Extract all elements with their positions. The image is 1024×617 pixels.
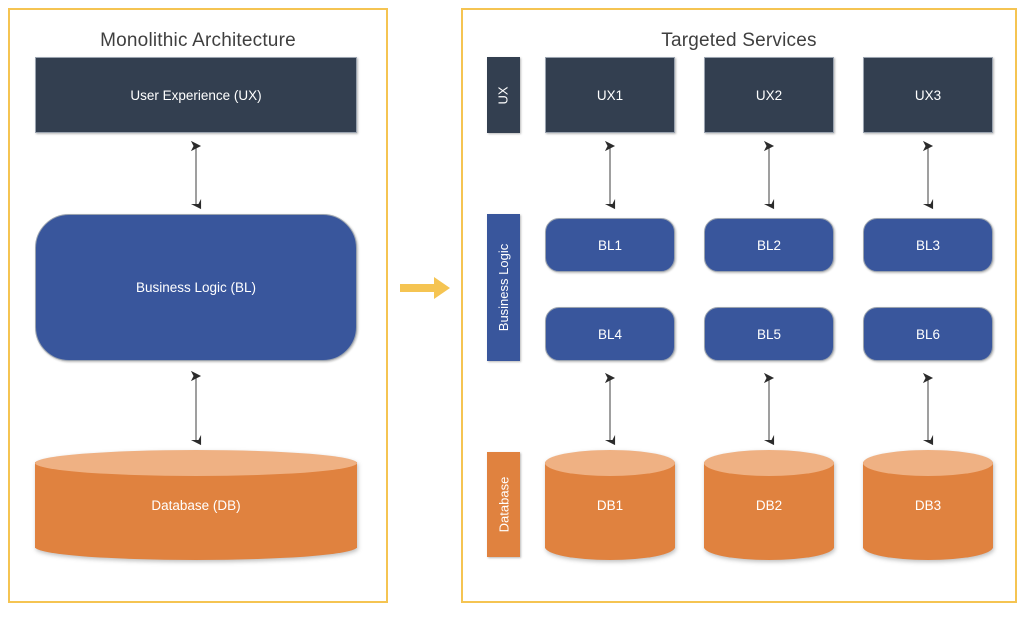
page-title-targeted: Targeted Services (661, 30, 817, 51)
arrow-bl5-to-db2 (763, 372, 775, 446)
layer-label-text: UX (496, 85, 511, 105)
arrow-ux-to-bl (190, 140, 202, 210)
node-label: BL6 (915, 326, 941, 342)
node-ux3[interactable]: UX3 (863, 57, 993, 133)
page-title-monolithic: Monolithic Architecture (100, 30, 296, 51)
layer-label-text: Business Logic (496, 243, 512, 332)
cylinder-top (35, 450, 357, 476)
arrow-ux1-to-bl1 (604, 140, 616, 210)
cylinder-body (545, 462, 675, 548)
node-label: Database (DB) (151, 497, 241, 513)
node-label: UX2 (755, 87, 783, 103)
arrow-bl4-to-db1 (604, 372, 616, 446)
layer-label-text: Database (496, 476, 511, 533)
arrow-ux2-to-bl2 (763, 140, 775, 210)
layer-label-business-logic: Business Logic (487, 214, 520, 361)
node-label: BL5 (756, 326, 782, 342)
cylinder-top (863, 450, 993, 476)
node-label: Business Logic (BL) (135, 280, 257, 295)
cylinder-top (545, 450, 675, 476)
cylinder-body (704, 462, 834, 548)
node-label: DB1 (596, 497, 624, 513)
node-bl4[interactable]: BL4 (545, 307, 675, 361)
node-ux2[interactable]: UX2 (704, 57, 834, 133)
cylinder-top (704, 450, 834, 476)
layer-label-ux: UX (487, 57, 520, 133)
node-label: UX1 (596, 87, 624, 103)
node-label: BL2 (756, 237, 782, 253)
node-db1[interactable]: DB1 (545, 450, 675, 560)
node-bl6[interactable]: BL6 (863, 307, 993, 361)
node-bl2[interactable]: BL2 (704, 218, 834, 272)
arrow-bl6-to-db3 (922, 372, 934, 446)
node-business-logic[interactable]: Business Logic (BL) (35, 214, 357, 361)
node-db3[interactable]: DB3 (863, 450, 993, 560)
layer-label-database: Database (487, 452, 520, 557)
node-label: DB3 (914, 497, 942, 513)
arrow-right-icon (400, 277, 450, 299)
node-db2[interactable]: DB2 (704, 450, 834, 560)
cylinder-body (863, 462, 993, 548)
arrow-bl-to-db (190, 370, 202, 446)
node-label: BL1 (597, 237, 623, 253)
node-label: BL3 (915, 237, 941, 253)
node-label: User Experience (UX) (130, 87, 262, 103)
cylinder-body (35, 462, 357, 548)
node-label: BL4 (597, 326, 623, 342)
node-label: UX3 (914, 87, 942, 103)
node-user-experience[interactable]: User Experience (UX) (35, 57, 357, 133)
node-bl5[interactable]: BL5 (704, 307, 834, 361)
arrow-ux3-to-bl3 (922, 140, 934, 210)
node-label: DB2 (755, 497, 783, 513)
node-bl3[interactable]: BL3 (863, 218, 993, 272)
node-ux1[interactable]: UX1 (545, 57, 675, 133)
node-bl1[interactable]: BL1 (545, 218, 675, 272)
node-database[interactable]: Database (DB) (35, 450, 357, 560)
